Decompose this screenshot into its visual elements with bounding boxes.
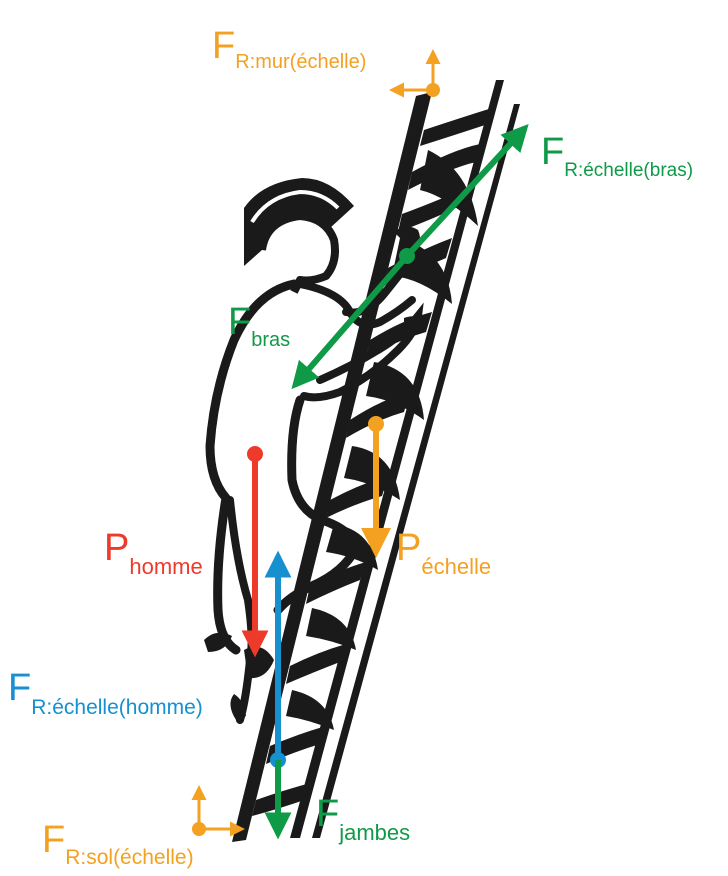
label-p-echelle: Péchelle: [396, 527, 491, 579]
ground-reaction-vector: [192, 788, 242, 836]
man-climbing-ladder-icon: [204, 178, 424, 720]
label-f-homme: FR:échelle(homme): [8, 667, 203, 719]
label-f-jambes: Fjambes: [316, 793, 410, 845]
label-f-mur: FR:mur(échelle): [212, 25, 366, 73]
label-f-sol: FR:sol(échelle): [42, 819, 194, 869]
label-p-homme: Phomme: [104, 527, 203, 579]
label-f-bras-reaction: FR:échelle(bras): [541, 131, 693, 181]
wall-reaction-vector: [392, 52, 440, 97]
